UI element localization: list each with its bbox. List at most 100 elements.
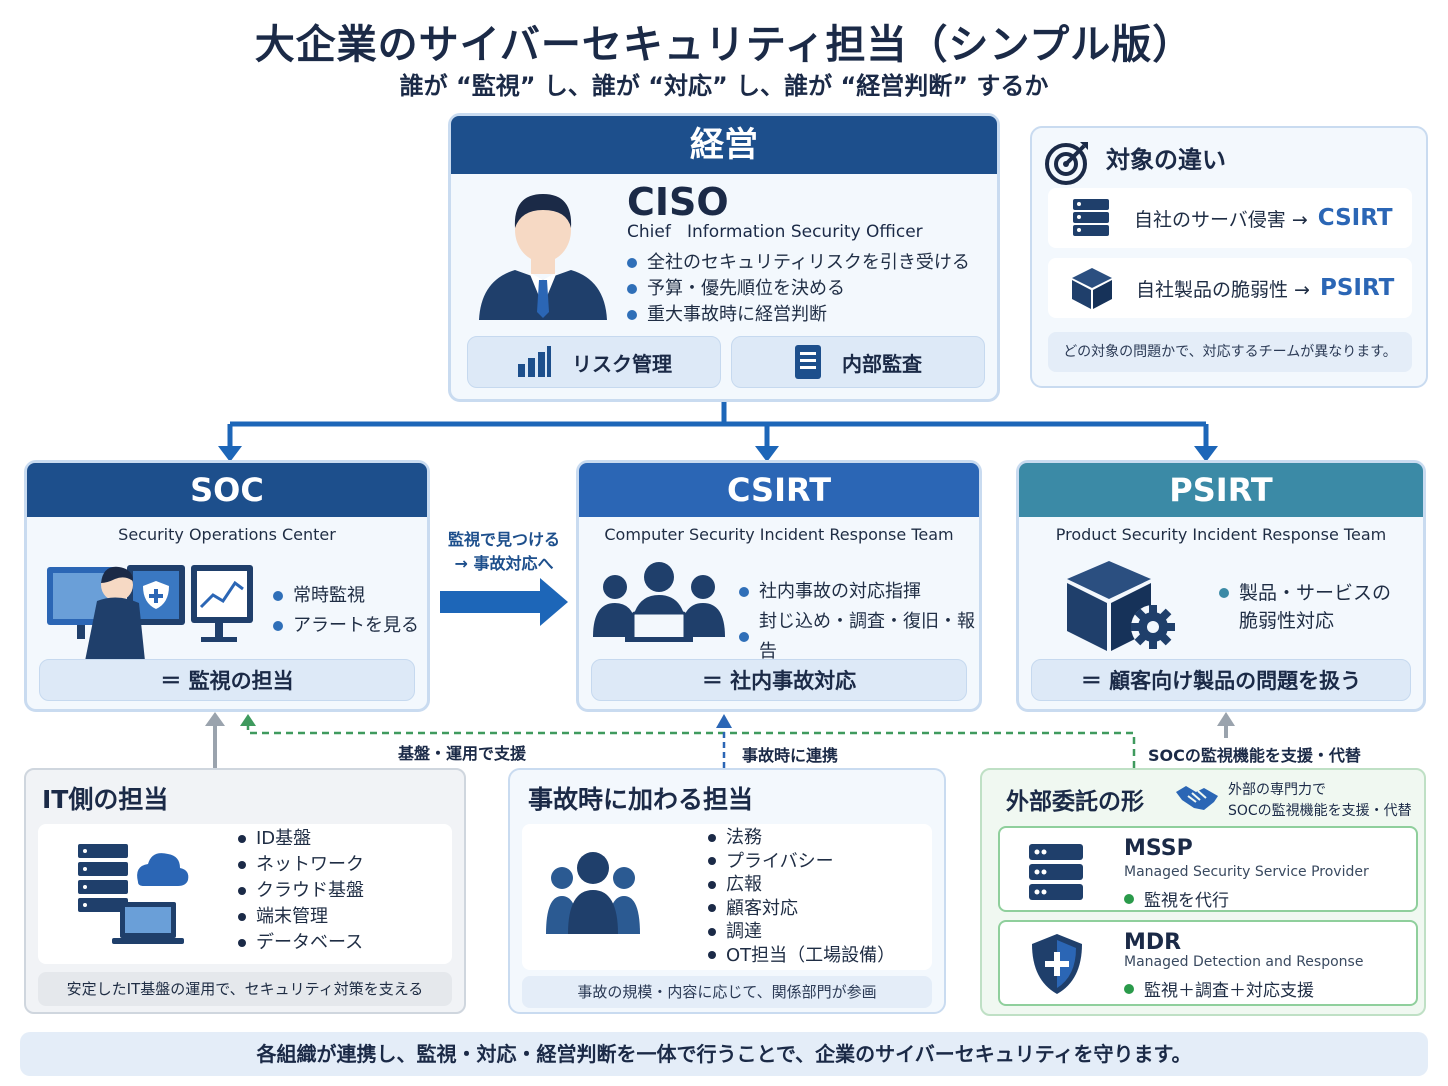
target-title: 対象の違い [1106,146,1226,174]
document-icon [795,345,821,379]
it-item: ID基盤 [238,826,364,852]
psirt-duty-cont: 脆弱性対応 [1239,610,1335,632]
mssp-box: MSSP Managed Security Service Provider 監… [998,826,1418,912]
soc-duties: 常時監視 アラートを見る [273,581,419,641]
it-item: ネットワーク [238,852,364,878]
soc-footer: ＝ 監視の担当 [39,659,415,701]
bullet-dot [708,857,716,866]
monitoring-operator-icon [47,565,253,661]
psirt-duty: 製品・サービスの [1219,579,1391,607]
bullet-dot [708,927,716,936]
ciso-full-name: Chief Information Security Officer [627,222,923,242]
outsource-support-label: SOCの監視機能を支援・代替 [1148,746,1361,765]
bullet-dot [1219,588,1229,598]
footer-banner: 各組織が連携し、監視・対応・経営判断を一体で行うことで、企業のサイバーセキュリテ… [20,1032,1428,1076]
bullet-dot [238,913,246,921]
mdr-full-name: Managed Detection and Response [1124,954,1364,970]
it-title: IT側の担当 [42,785,169,814]
it-content: ID基盤 ネットワーク クラウド基盤 端末管理 データベース [38,824,452,964]
group-icon [546,852,640,934]
box-icon [1072,268,1112,309]
exec-header: 経営 [451,116,997,174]
bullet-dot [627,258,637,268]
it-card: IT側の担当 ID基盤 ネットワーク クラウド基盤 端末管理 データベース 安定… [24,768,466,1014]
bullet-dot [708,833,716,842]
incident-note: 事故の規模・内容に応じて、関係部門が参画 [522,976,932,1008]
psirt-header: PSIRT [1019,463,1423,517]
shield-plus-icon [1032,934,1082,994]
bullet-dot [739,587,749,597]
bullet-dot [238,861,246,869]
incident-link-label: 事故時に連携 [742,746,839,765]
mssp-name: MSSP [1124,836,1193,861]
target-icon [1045,142,1088,185]
mdr-bullet: 監視＋調査＋対応支援 [1124,976,1314,1001]
mdr-box: MDR Managed Detection and Response 監視＋調査… [998,920,1418,1006]
soc-duty: 常時監視 [273,581,419,611]
soc-card: SOC Security Operations Center 常時監視 アラート… [24,460,430,712]
bullet-dot [1124,983,1134,994]
it-note: 安定したIT基盤の運用で、セキュリティ対策を支える [38,972,452,1006]
ciso-duties: 全社のセキュリティリスクを引き受ける 予算・優先順位を決める 重大事故時に経営判… [627,250,970,328]
product-gear-icon [1067,561,1175,651]
ciso-duty: 全社のセキュリティリスクを引き受ける [627,250,970,276]
outsource-card: 外部委託の形 外部の専門力で SOCの監視機能を支援・代替 MSSP Manag… [980,768,1426,1016]
bullet-dot [627,284,637,294]
ciso-person-icon [479,194,607,320]
incident-content: 法務 プライバシー 広報 顧客対応 調達 OT担当（工場設備） [522,824,932,970]
psirt-footer: ＝ 顧客向け製品の問題を扱う [1031,659,1411,701]
incident-items: 法務 プライバシー 広報 顧客対応 調達 OT担当（工場設備） [708,826,895,967]
soc-full-name: Security Operations Center [118,525,336,544]
target-note: どの対象の問題かで、対応するチームが異なります。 [1048,332,1412,372]
mdr-name: MDR [1124,930,1182,955]
bullet-dot [273,591,283,601]
page-subtitle: 誰が “監視” し、誰が “対応” し、誰が “経営判断” するか [399,72,1049,100]
outsource-side-text: 外部の専門力で SOCの監視機能を支援・代替 [1228,782,1412,819]
it-infra-icon [78,844,189,944]
csirt-duty: 社内事故の対応指揮 [739,577,979,607]
soc-header: SOC [27,463,427,517]
bullet-dot [708,951,716,960]
bullet-dot [627,310,637,320]
incident-item: 法務 [708,826,895,850]
incident-title: 事故時に加わる担当 [528,785,754,814]
bullet-dot [238,939,246,947]
internal-audit-chip: 内部監査 [731,336,985,388]
bullet-dot [1124,893,1134,904]
it-item: データベース [238,930,364,956]
risk-management-chip: リスク管理 [467,336,721,388]
it-item: 端末管理 [238,904,364,930]
ciso-title: CISO [627,180,729,224]
bullet-dot [238,887,246,895]
mssp-server-icon [1029,844,1083,900]
bar-chart-icon [518,346,551,377]
bullet-dot [708,880,716,889]
it-item: クラウド基盤 [238,878,364,904]
target-row-csirt: 自社のサーバ侵害 → CSIRT [1048,188,1412,248]
target-card: 対象の違い 自社のサーバ侵害 → CSIRT 自社製品の脆弱性 → PSIRT … [1030,126,1428,388]
incident-item: OT担当（工場設備） [708,944,895,968]
ciso-duty: 重大事故時に経営判断 [627,302,970,328]
mssp-bullet: 監視を代行 [1124,886,1229,911]
incident-item: 広報 [708,873,895,897]
bullet-dot [708,904,716,913]
bullet-dot [273,621,283,631]
psirt-duties: 製品・サービスの 脆弱性対応 [1219,579,1391,635]
csirt-card: CSIRT Computer Security Incident Respons… [576,460,982,712]
handshake-icon [1176,786,1218,810]
incident-item: 顧客対応 [708,897,895,921]
exec-card: 経営 CISO Chief Information Security Offic… [448,113,1000,402]
it-items: ID基盤 ネットワーク クラウド基盤 端末管理 データベース [238,826,364,956]
page-title: 大企業のサイバーセキュリティ担当（シンプル版） [254,22,1194,68]
soc-duty: アラートを見る [273,611,419,641]
outsource-title: 外部委託の形 [1006,789,1144,815]
csirt-duties: 社内事故の対応指揮 封じ込め・調査・復旧・報告 [739,577,979,667]
infra-support-label: 基盤・運用で支援 [398,744,527,763]
bullet-dot [238,835,246,843]
server-icon [1073,199,1109,236]
psirt-full-name: Product Security Incident Response Team [1055,525,1387,544]
soc-to-csirt-label: 監視で見つける → 事故対応へ [447,530,560,573]
csirt-header: CSIRT [579,463,979,517]
csirt-full-name: Computer Security Incident Response Team [604,525,954,544]
